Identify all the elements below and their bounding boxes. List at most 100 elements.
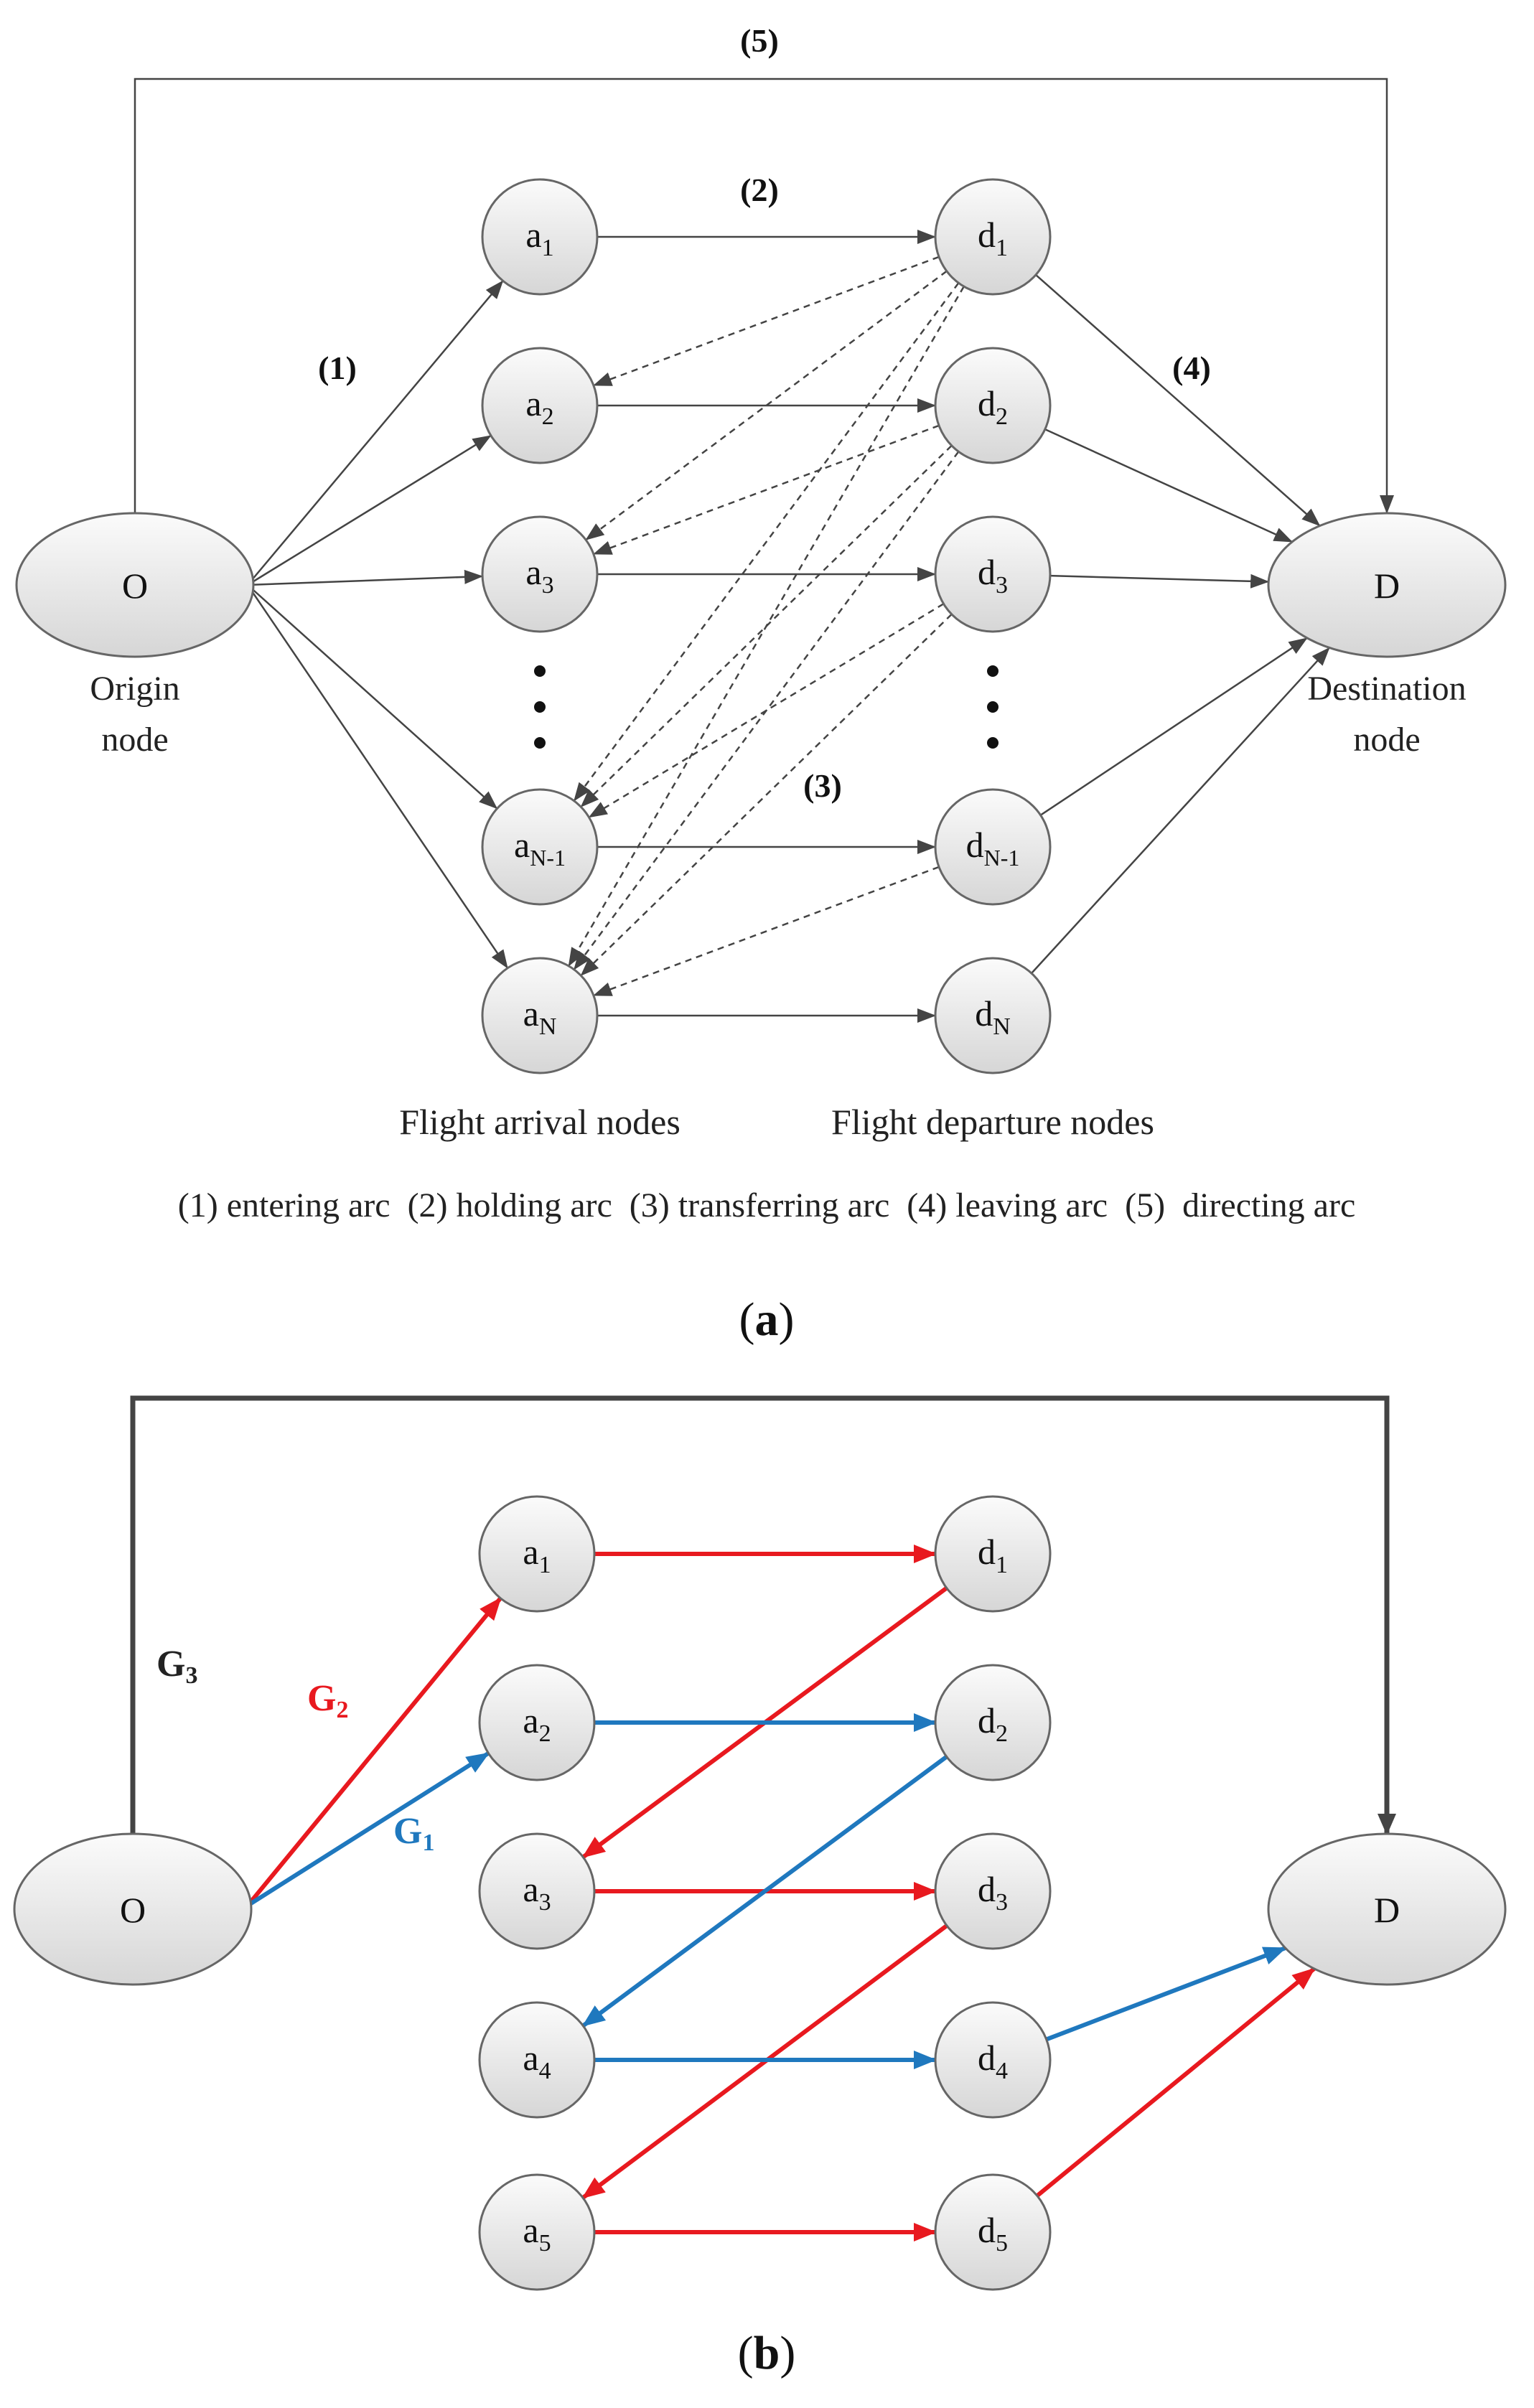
arrival-node-5-subscript: 5 bbox=[539, 2230, 551, 2257]
svg-text:dN-1: dN-1 bbox=[966, 825, 1020, 871]
group-g1-entering-arc bbox=[246, 1751, 490, 1908]
departure-node-n-letter: d bbox=[975, 993, 993, 1034]
departure-node-1: d1 bbox=[934, 178, 1052, 296]
arrival-node-n: aN bbox=[481, 957, 599, 1074]
destination-node: D bbox=[1267, 512, 1507, 658]
arrival-node-n-1: aN-1 bbox=[481, 788, 599, 906]
departure-node-n-subscript: N bbox=[993, 1013, 1011, 1040]
group-label-g2: G2 bbox=[307, 1678, 348, 1723]
arrival-node-3-subscript: 3 bbox=[539, 1889, 551, 1916]
entering-arc bbox=[247, 434, 492, 586]
departure-column-label: Flight departure nodes bbox=[831, 1102, 1154, 1142]
svg-text:d2: d2 bbox=[978, 383, 1008, 430]
arrival-node-2: a2 bbox=[478, 1664, 596, 1781]
destination-node-letter: D bbox=[1374, 1890, 1400, 1930]
group-g2-leaving-arc bbox=[1035, 1967, 1316, 2198]
departure-node-1-subscript: 1 bbox=[996, 1552, 1008, 1578]
panel-b-arcs bbox=[130, 1395, 1396, 2241]
svg-text:dN: dN bbox=[975, 993, 1011, 1040]
svg-text:a2: a2 bbox=[523, 1700, 551, 1747]
departure-node-3-subscript: 3 bbox=[996, 572, 1008, 599]
transferring-arc bbox=[593, 866, 940, 997]
svg-text:d4: d4 bbox=[978, 2038, 1008, 2084]
arrival-node-1-subscript: 1 bbox=[539, 1552, 551, 1578]
arrival-node-n-1-letter: a bbox=[514, 825, 530, 865]
transferring-arc bbox=[593, 256, 940, 387]
transferring-arc bbox=[593, 424, 940, 556]
arrival-node-2-subscript: 2 bbox=[539, 1720, 551, 1747]
arrival-node-1-subscript: 1 bbox=[542, 235, 554, 261]
arrival-node-5-letter: a bbox=[523, 2210, 538, 2250]
departure-node-n-1-subscript: N-1 bbox=[984, 845, 1020, 871]
group-g1-transferring-arc bbox=[581, 1755, 948, 2028]
origin-node-label-line2: node bbox=[101, 721, 168, 759]
entering-arc bbox=[246, 584, 509, 969]
svg-text:a3: a3 bbox=[523, 1869, 551, 1916]
departure-node-3-letter: d bbox=[978, 1869, 996, 1909]
arrival-node-2-letter: a bbox=[525, 383, 541, 423]
departure-node-5-letter: d bbox=[978, 2210, 996, 2250]
entering-arc bbox=[247, 569, 484, 586]
leaving-arc bbox=[1035, 274, 1321, 527]
departure-node-1-subscript: 1 bbox=[996, 235, 1008, 261]
departure-node-n-1: dN-1 bbox=[934, 788, 1052, 906]
group-g1-leaving-arc bbox=[1045, 1946, 1287, 2042]
departure-node-1-letter: d bbox=[978, 215, 996, 255]
svg-text:d2: d2 bbox=[978, 1700, 1008, 1747]
arc-label-transferring: (3) bbox=[803, 767, 842, 804]
panel-a-arcs bbox=[134, 78, 1394, 1023]
group-label-g1: G1 bbox=[393, 1811, 434, 1856]
arrival-node-1: a1 bbox=[481, 178, 599, 296]
departure-node-3: d3 bbox=[934, 515, 1052, 633]
origin-node-letter: O bbox=[122, 566, 148, 606]
transferring-arc bbox=[580, 613, 953, 977]
arrival-node-3-letter: a bbox=[525, 552, 541, 592]
arrival-node-4-subscript: 4 bbox=[539, 2058, 551, 2084]
departure-node-1: d1 bbox=[934, 1495, 1052, 1613]
departure-node-1-letter: d bbox=[978, 1532, 996, 1572]
directing-arc bbox=[134, 78, 1394, 514]
departure-node-3-letter: d bbox=[978, 552, 996, 592]
arrival-node-3: a3 bbox=[481, 515, 599, 633]
svg-text:a1: a1 bbox=[525, 215, 553, 261]
arc-label-leaving: (4) bbox=[1172, 350, 1211, 386]
arrival-node-5: a5 bbox=[478, 2173, 596, 2291]
svg-text:d5: d5 bbox=[978, 2210, 1008, 2257]
origin-node-label: Origin bbox=[90, 670, 179, 708]
panel-a-caption: (a) bbox=[739, 1293, 795, 1346]
transferring-arc bbox=[580, 444, 953, 808]
arrival-node-3-subscript: 3 bbox=[542, 572, 554, 599]
departure-node-2-letter: d bbox=[978, 1700, 996, 1741]
origin-node-letter: O bbox=[120, 1890, 146, 1930]
arrival-node-n-letter: a bbox=[523, 993, 539, 1034]
origin-node: O bbox=[15, 512, 255, 658]
group-g2-entering-arc bbox=[245, 1596, 502, 1907]
arrival-ellipsis-dots bbox=[534, 665, 546, 749]
arrival-node-n-1-subscript: N-1 bbox=[530, 845, 566, 871]
svg-text:d3: d3 bbox=[978, 1869, 1008, 1916]
departure-node-5-subscript: 5 bbox=[996, 2230, 1008, 2257]
arc-label-holding: (2) bbox=[740, 172, 779, 208]
leaving-arc bbox=[1039, 637, 1308, 816]
svg-text:d1: d1 bbox=[978, 215, 1008, 261]
destination-node-label: Destination bbox=[1307, 670, 1466, 708]
origin-node: O bbox=[13, 1832, 253, 1986]
arrival-node-2-subscript: 2 bbox=[542, 403, 554, 430]
leaving-arc bbox=[1049, 573, 1270, 589]
departure-node-n: dN bbox=[934, 957, 1052, 1074]
leaving-arc bbox=[1044, 428, 1293, 543]
departure-node-4-letter: d bbox=[978, 2038, 996, 2078]
departure-node-4-subscript: 4 bbox=[996, 2058, 1008, 2084]
arrival-node-3-letter: a bbox=[523, 1869, 538, 1909]
svg-text:d1: d1 bbox=[978, 1532, 1008, 1578]
departure-node-4: d4 bbox=[934, 2001, 1052, 2119]
svg-text:a1: a1 bbox=[523, 1532, 551, 1578]
departure-node-2: d2 bbox=[934, 1664, 1052, 1781]
departure-node-2-subscript: 2 bbox=[996, 403, 1008, 430]
arc-type-legend: (1) entering arc (2) holding arc (3) tra… bbox=[178, 1186, 1356, 1224]
arrival-node-2-letter: a bbox=[523, 1700, 538, 1741]
arrival-node-n-subscript: N bbox=[539, 1013, 557, 1040]
arc-label-entering: (1) bbox=[318, 350, 357, 386]
group-g3-directing-arc bbox=[130, 1395, 1396, 1835]
